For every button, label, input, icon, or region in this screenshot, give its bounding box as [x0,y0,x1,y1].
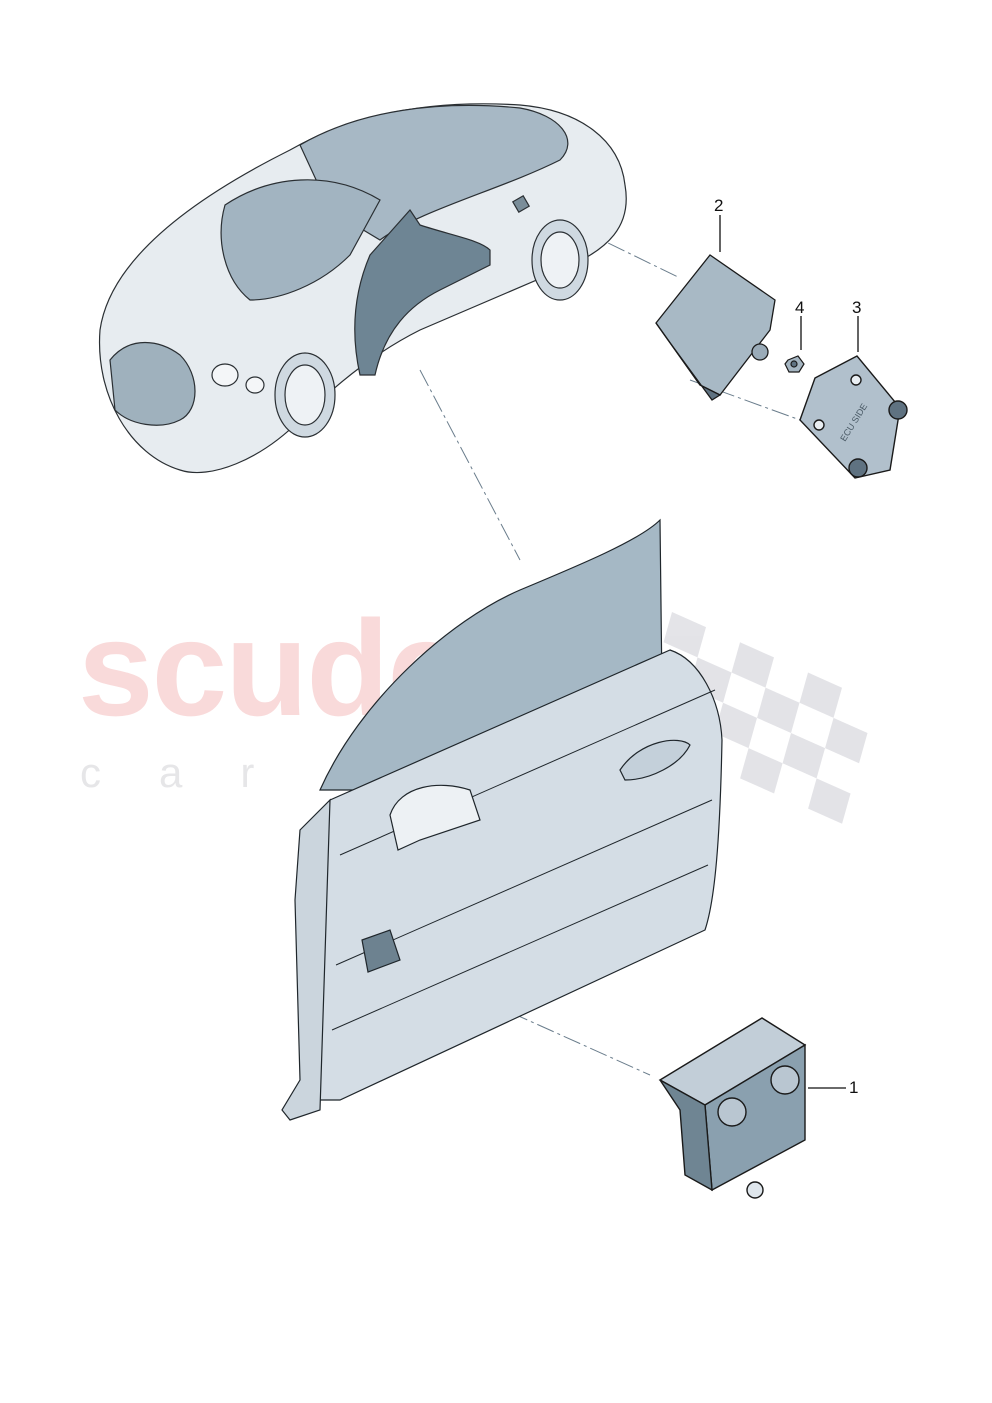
vehicle-overview [98,103,627,474]
callout-4[interactable]: 4 [795,298,805,317]
callout-3[interactable]: 3 [852,298,862,317]
callout-1[interactable]: 1 [849,1078,859,1097]
callout-lines [719,215,859,1089]
part-3-mounting-plate: ECU SIDE [799,355,908,479]
part-1-door-control-unit [658,1017,807,1199]
door-assembly [281,518,723,1121]
part-2-control-module [655,254,776,401]
part-4-nut [784,355,805,373]
callout-2[interactable]: 2 [714,196,724,215]
